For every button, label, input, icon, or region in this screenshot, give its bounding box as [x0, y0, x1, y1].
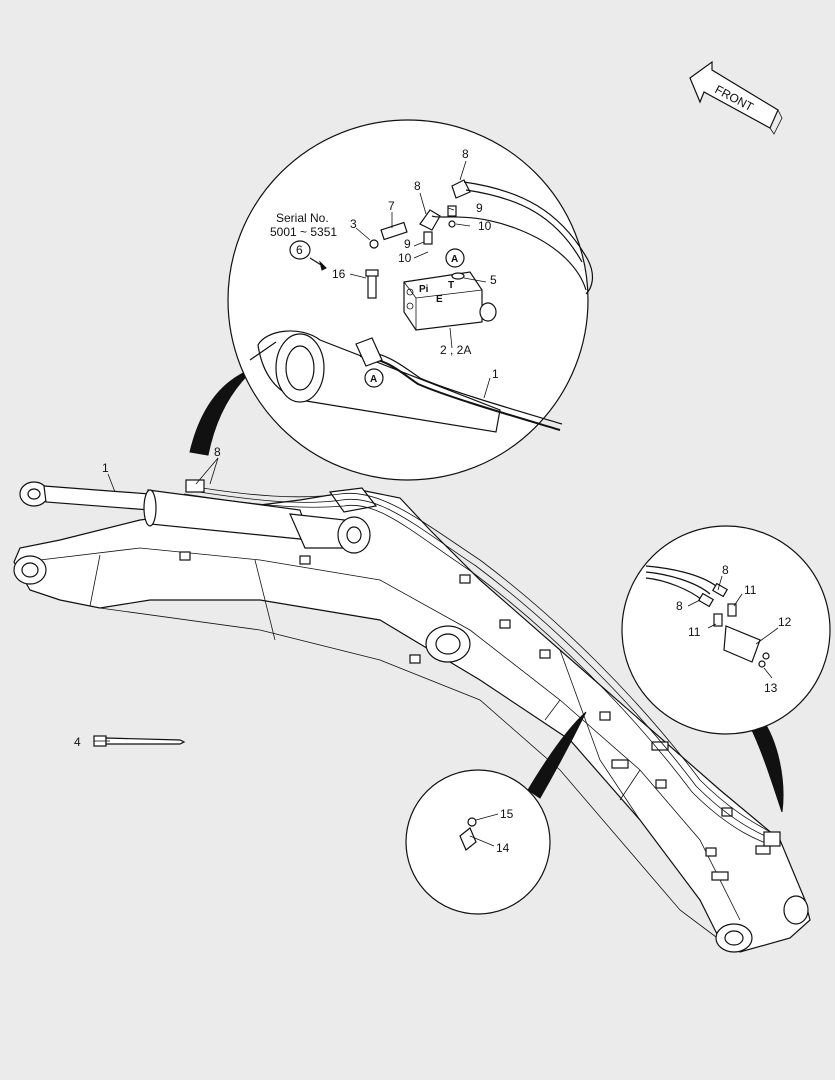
callout-7: 7 [388, 199, 395, 213]
port-label-exhaust: E [436, 294, 443, 305]
callout-8-right-a: 8 [722, 563, 729, 577]
detail-circle-valve: Pi T E A A Serial No. 5001 ~ 5351 6 [189, 119, 594, 481]
hose-lines [183, 479, 781, 847]
callout-11-b: 11 [688, 625, 701, 639]
serial-note-ref: 6 [296, 243, 303, 257]
callout-5: 5 [490, 273, 497, 287]
callout-9-a: 9 [404, 237, 411, 251]
callout-2: 2 , 2A [440, 343, 471, 357]
callout-8-top-b: 8 [462, 147, 469, 161]
detail-circle-clip [405, 711, 587, 915]
callout-8-main: 8 [214, 445, 221, 459]
callout-13: 13 [764, 681, 778, 695]
callout-4: 4 [74, 735, 81, 749]
boom-assembly [13, 489, 811, 953]
port-label-pilot: Pi [419, 284, 429, 295]
serial-note-title: Serial No. [276, 211, 329, 225]
serial-note-range: 5001 ~ 5351 [270, 225, 337, 239]
callout-8-right-b: 8 [676, 599, 683, 613]
callout-12: 12 [778, 615, 792, 629]
detail-circle-fittings [621, 525, 831, 813]
callout-11-a: 11 [744, 583, 757, 597]
callout-10-a: 10 [398, 251, 412, 265]
port-label-tank: T [448, 280, 454, 291]
callout-16: 16 [332, 267, 346, 281]
section-mark-a-lower: A [370, 374, 377, 385]
callout-15: 15 [500, 807, 514, 821]
callout-1-main: 1 [102, 461, 109, 475]
boom-cylinder [19, 481, 378, 554]
callout-14: 14 [496, 841, 510, 855]
front-arrow: FRONT [689, 60, 783, 135]
callout-10-b: 10 [478, 219, 492, 233]
callouts: 1 1 2 , 2A 3 4 5 7 8 8 8 8 8 9 9 10 10 1… [74, 147, 792, 855]
callout-3: 3 [350, 217, 357, 231]
callout-9-b: 9 [476, 201, 483, 215]
section-mark-a-upper: A [451, 254, 458, 265]
callout-8-top-a: 8 [414, 179, 421, 193]
callout-1-detail: 1 [492, 367, 499, 381]
leader-lines [94, 160, 779, 847]
